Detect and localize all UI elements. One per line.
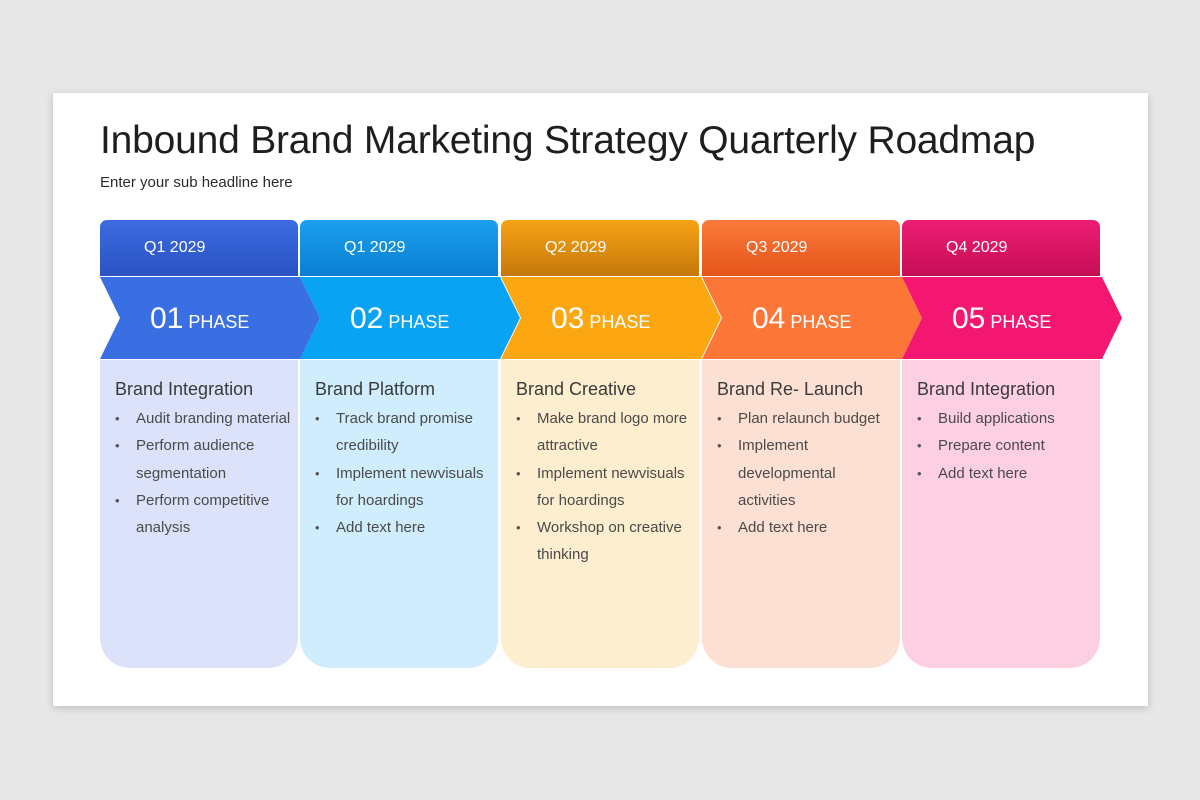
- phase-task-list: Audit branding material Perform audience…: [115, 405, 295, 541]
- phase-body: Brand Integration Audit branding materia…: [100, 360, 298, 668]
- slide-title: Inbound Brand Marketing Strategy Quarter…: [100, 119, 1036, 162]
- phase-body: Brand Creative Make brand logo more attr…: [501, 360, 699, 668]
- quarter-header: Q2 2029: [501, 220, 699, 276]
- phase-heading: Brand Integration: [115, 379, 254, 399]
- phase-body: Brand Platform Track brand promise credi…: [300, 360, 498, 668]
- chevron-arrow-shape: [300, 277, 520, 359]
- task-item: Add text here: [315, 514, 495, 542]
- phase-number: 05: [952, 302, 986, 335]
- task-item: Implement newvisuals for hoardings: [315, 460, 495, 515]
- task-item: Track brand promise credibility: [315, 405, 495, 460]
- phase-heading: Brand Integration: [917, 379, 1056, 399]
- task-item: Implement developmental activities: [717, 432, 897, 514]
- quarter-label: Q3 2029: [746, 239, 808, 256]
- task-item: Perform competitive analysis: [115, 487, 295, 542]
- quarter-label: Q2 2029: [545, 239, 607, 256]
- phase-chevron: [702, 277, 922, 359]
- phase-heading: Brand Re- Launch: [717, 379, 864, 399]
- slide-subtitle: Enter your sub headline here: [100, 174, 293, 191]
- phase-task-list: Plan relaunch budget Implement developme…: [717, 405, 897, 542]
- phase-chevron: [300, 277, 520, 359]
- quarter-header: Q1 2029: [300, 220, 498, 276]
- phase-chevron: [501, 277, 721, 359]
- phase-word: PHASE: [388, 312, 450, 332]
- task-item: Implement newvisuals for hoardings: [516, 460, 696, 515]
- task-item: Build applications: [917, 405, 1097, 433]
- phase-word: PHASE: [790, 312, 852, 332]
- task-item: Audit branding material: [115, 405, 295, 433]
- phase-heading: Brand Platform: [315, 379, 436, 399]
- phase-task-list: Track brand promise credibility Implemen…: [315, 405, 495, 542]
- chevron-arrow-shape: [501, 277, 721, 359]
- task-item: Add text here: [717, 514, 897, 542]
- phase-chevron: [902, 277, 1122, 359]
- phase-heading: Brand Creative: [516, 379, 637, 399]
- task-item: Perform audience segmentation: [115, 432, 295, 487]
- phase-body: Brand Re- Launch Plan relaunch budget Im…: [702, 360, 900, 668]
- slide: Inbound Brand Marketing Strategy Quarter…: [53, 93, 1148, 706]
- task-item: Make brand logo more attractive: [516, 405, 696, 460]
- quarter-label: Q1 2029: [144, 239, 206, 256]
- quarter-label: Q1 2029: [344, 239, 406, 256]
- chevron-arrow-shape: [100, 277, 320, 359]
- phase-task-list: Build applications Prepare content Add t…: [917, 405, 1097, 487]
- phase-word: PHASE: [990, 312, 1052, 332]
- quarter-header: Q3 2029: [702, 220, 900, 276]
- phase-word: PHASE: [188, 312, 250, 332]
- task-item: Plan relaunch budget: [717, 405, 897, 433]
- task-item: Workshop on creative thinking: [516, 514, 696, 569]
- phase-body: Brand Integration Build applications Pre…: [902, 360, 1100, 668]
- task-item: Prepare content: [917, 432, 1097, 460]
- chevron-arrow-shape: [902, 277, 1122, 359]
- quarter-label: Q4 2029: [946, 239, 1008, 256]
- phase-word: PHASE: [589, 312, 651, 332]
- quarter-header: Q4 2029: [902, 220, 1100, 276]
- phase-number: 02: [350, 302, 384, 335]
- phase-number: 01: [150, 302, 184, 335]
- phase-number: 04: [752, 302, 786, 335]
- quarter-header: Q1 2029: [100, 220, 298, 276]
- chevron-arrow-shape: [702, 277, 922, 359]
- phase-task-list: Make brand logo more attractive Implemen…: [516, 405, 696, 569]
- phase-chevron: [100, 277, 320, 359]
- phase-number: 03: [551, 302, 585, 335]
- task-item: Add text here: [917, 460, 1097, 488]
